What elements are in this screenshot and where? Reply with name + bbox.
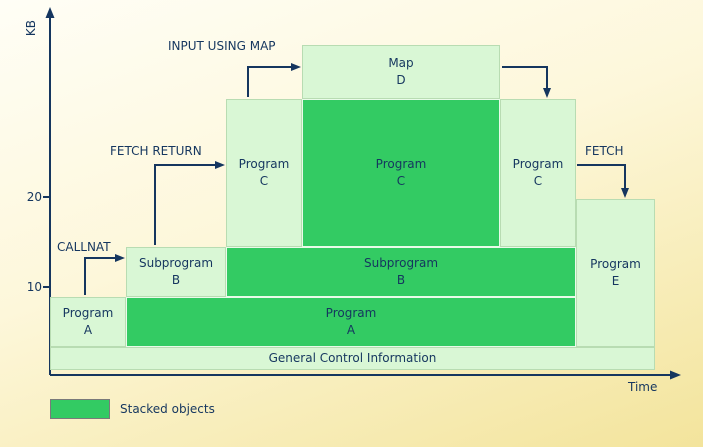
map-return-arrow: [502, 66, 548, 90]
fetch-arrow: [577, 164, 626, 190]
box-program-a-stacked: Program A: [126, 297, 576, 347]
box-map-d: Map D: [302, 45, 500, 99]
box-general-control-information: General Control Information: [50, 347, 655, 370]
y-axis-label: KB: [24, 20, 38, 37]
fetch-return-arrowhead-icon: [215, 161, 225, 169]
callnat-label: CALLNAT: [57, 240, 111, 254]
input-using-map-label: INPUT USING MAP: [168, 39, 276, 53]
box-program-a-left: Program A: [50, 297, 126, 347]
legend-stacked-label: Stacked objects: [120, 402, 215, 416]
callnat-arrow: [84, 257, 117, 295]
y-axis-arrowhead-icon: [45, 7, 55, 18]
y-tick-label-10: 10: [26, 280, 42, 294]
box-program-c-stacked: Program C: [302, 99, 500, 247]
fetch-return-arrow: [154, 164, 217, 245]
x-axis-arrowhead-icon: [670, 370, 681, 380]
callnat-arrowhead-icon: [115, 254, 125, 262]
input-using-map-arrow: [247, 66, 293, 97]
legend-stacked-swatch: [50, 399, 110, 419]
box-subprogram-b-left: Subprogram B: [126, 247, 226, 297]
fetch-return-label: FETCH RETURN: [110, 144, 202, 158]
box-program-c-right: Program C: [500, 99, 576, 247]
box-program-e: Program E: [576, 199, 655, 347]
map-return-arrowhead-icon: [543, 88, 551, 98]
fetch-label: FETCH: [585, 144, 624, 158]
x-axis-label: Time: [628, 380, 658, 394]
box-program-c-left: Program C: [226, 99, 302, 247]
box-subprogram-b-stacked: Subprogram B: [226, 247, 576, 297]
y-tick-label-20: 20: [26, 190, 42, 204]
input-using-map-arrowhead-icon: [291, 63, 301, 71]
fetch-arrowhead-icon: [621, 188, 629, 198]
